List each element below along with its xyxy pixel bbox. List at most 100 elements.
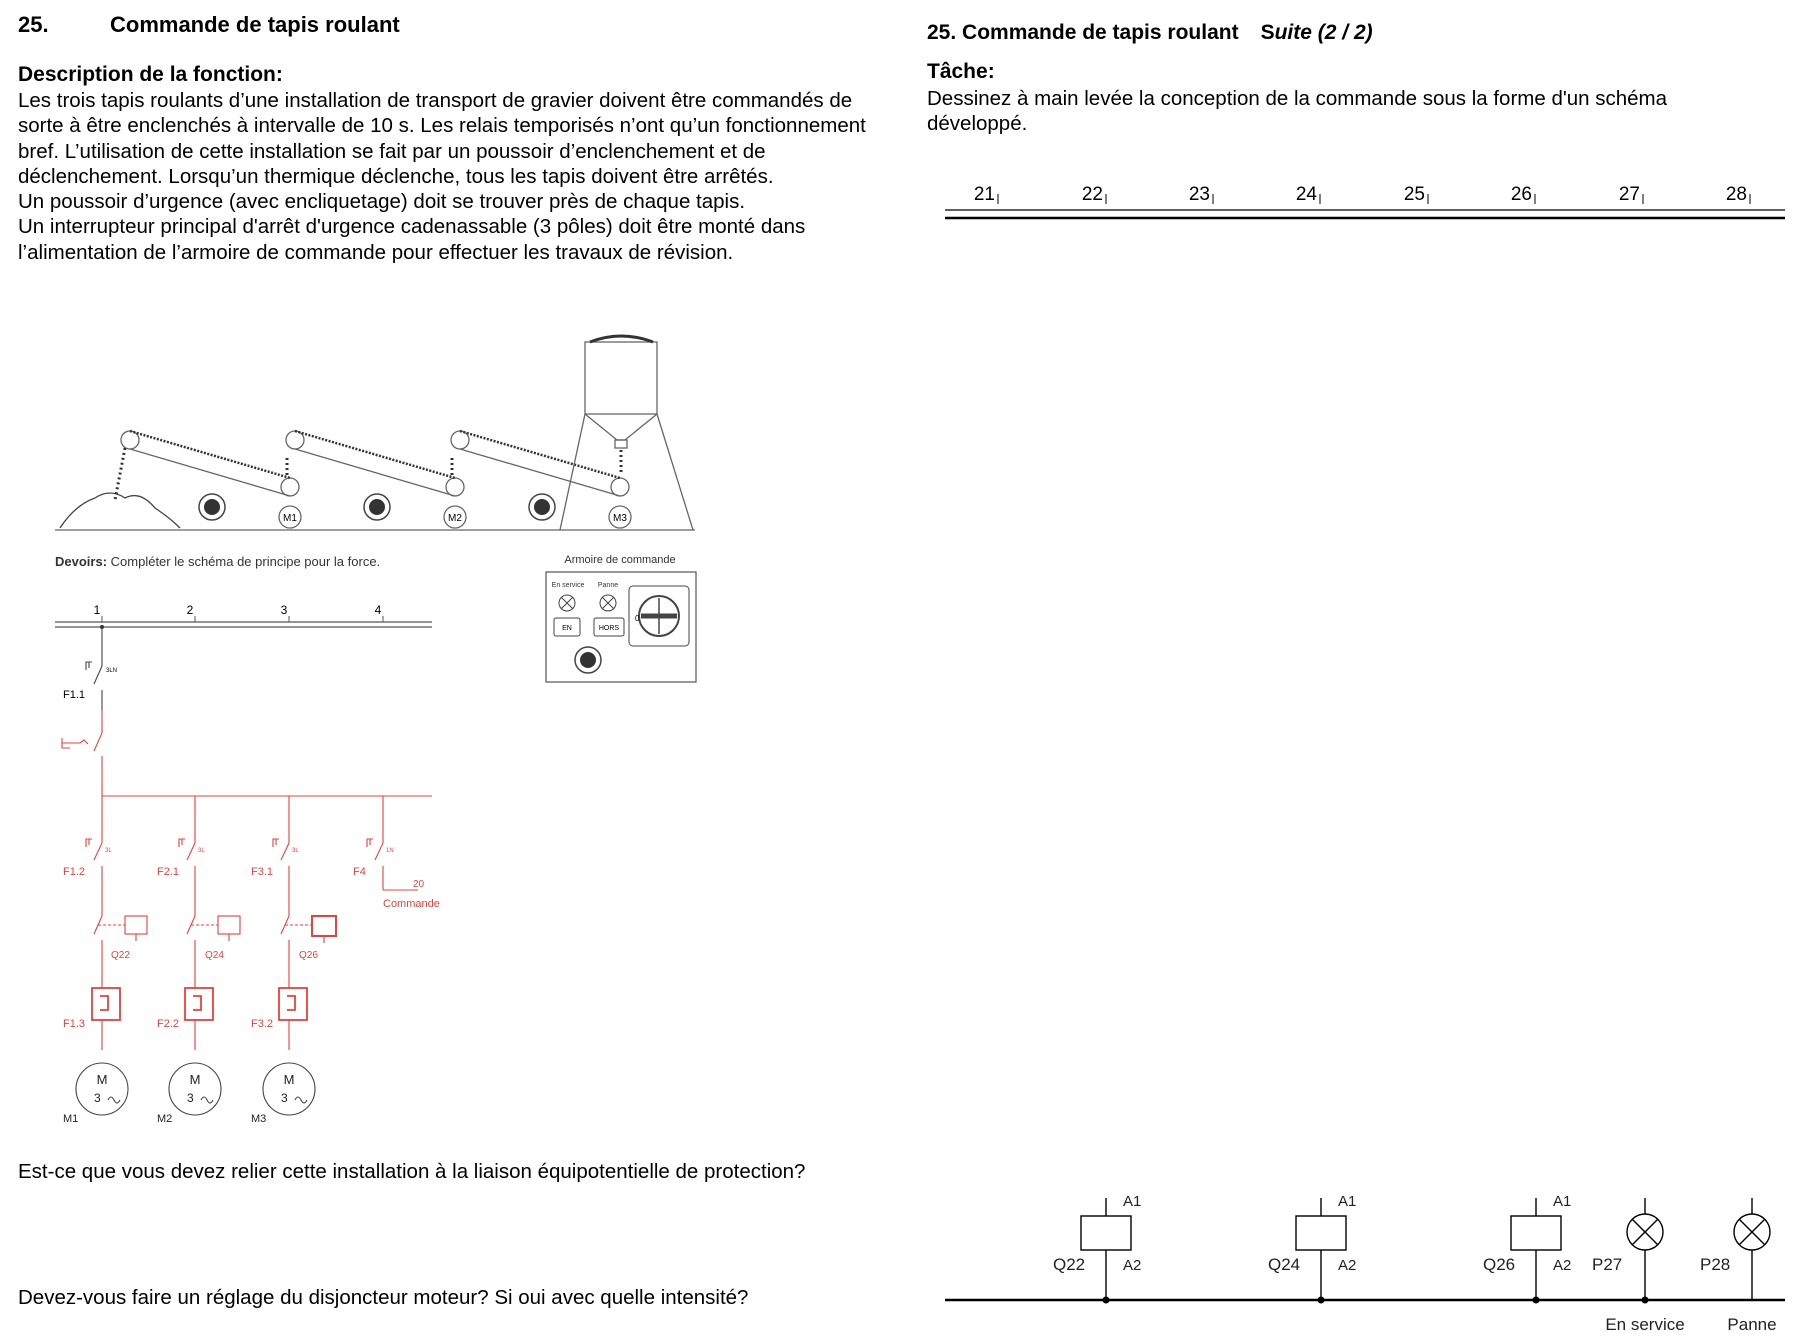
- commande-ref: 20: [413, 879, 425, 890]
- motor-phase: 3: [94, 1091, 101, 1105]
- homework-bold: Devoirs:: [55, 554, 108, 569]
- switch-label: 0: [635, 614, 640, 623]
- breaker-symbol: [178, 838, 185, 847]
- main-switch-plate: [628, 585, 690, 647]
- emergency-button-icon: [369, 499, 385, 515]
- ac-symbol: [107, 1096, 121, 1104]
- falling-gravel: [113, 447, 127, 501]
- motor-symbol-label: M: [190, 1072, 201, 1087]
- motor-label: M3: [251, 1113, 266, 1125]
- lamp-name: P27: [1592, 1255, 1622, 1274]
- column-number: 21: [974, 184, 995, 205]
- drive-pulley-1: [280, 477, 300, 497]
- lamp-caption: En service: [1605, 1315, 1684, 1334]
- overload-relay: [91, 987, 121, 1021]
- button-label: EN: [562, 625, 572, 632]
- belt-2-return: [294, 448, 456, 497]
- silo-leg: [559, 413, 586, 531]
- power-schematic: 1 2 3 4 3LN F1.1: [55, 603, 440, 1125]
- emergency-button-icon: [580, 652, 596, 668]
- overload-label: F3.2: [251, 1018, 273, 1030]
- motor-circle: [75, 1062, 129, 1116]
- breaker-contact: [374, 842, 384, 861]
- belt-1: [129, 429, 291, 480]
- control-cabinet: Armoire de commande En service Panne EN …: [545, 554, 697, 683]
- switch-contact: [93, 732, 103, 752]
- question-breaker-setting: Devez-vous faire un réglage du disjoncte…: [18, 1286, 749, 1309]
- question-equipotential: Est-ce que vous devez relier cette insta…: [18, 1160, 806, 1183]
- terminal-a1: A1: [1553, 1193, 1571, 1210]
- column-number: 2: [187, 603, 194, 617]
- task-number: 25.: [18, 12, 49, 37]
- column-number: 1: [94, 603, 101, 617]
- column-number: 4: [375, 603, 382, 617]
- description-text: Les trois tapis roulants d’une installat…: [18, 88, 898, 265]
- motor-circle: [262, 1062, 316, 1116]
- silo-leg: [656, 413, 694, 531]
- overload-relay: [287, 995, 296, 1011]
- belt-2: [294, 429, 456, 480]
- overload-relay: [184, 987, 214, 1021]
- coil-q24: [1295, 1215, 1347, 1251]
- emergency-buttons: [198, 493, 556, 521]
- belt-3: [459, 429, 621, 480]
- left-title: Commande de tapis roulant: [110, 12, 400, 37]
- pulley-2: [285, 430, 305, 450]
- button-label: HORS: [599, 625, 620, 632]
- coil-q22: [1080, 1215, 1132, 1251]
- ac-symbol: [294, 1096, 308, 1104]
- lamp-fault-icon: [601, 596, 615, 610]
- button-on: [553, 617, 581, 637]
- homework-label: Devoirs: Compléter le schéma de principe…: [55, 554, 380, 569]
- pulley-1: [120, 430, 140, 450]
- silo-gravel: [589, 334, 654, 344]
- motor-phase: 3: [187, 1091, 194, 1105]
- cabinet-title: Armoire de commande: [564, 554, 675, 566]
- description-paragraph: Les trois tapis roulants d’une installat…: [18, 89, 866, 188]
- homework-text: Compléter le schéma de principe pour la …: [107, 554, 381, 569]
- component-label: F4: [353, 866, 366, 878]
- overload-relay: [278, 987, 308, 1021]
- drive-pulley-3: [610, 477, 630, 497]
- motor-label: M2: [157, 1113, 172, 1125]
- task-text: Dessinez à main levée la conception de l…: [927, 87, 1668, 136]
- column-number: 26: [1511, 184, 1532, 205]
- conveyor-illustration: M1 M2 M3: [55, 334, 695, 531]
- silo-body: [584, 341, 658, 415]
- motor-label: M1: [63, 1113, 78, 1125]
- lamp-on-icon: [560, 596, 574, 610]
- coil-label: Q26: [1483, 1255, 1515, 1274]
- breaker-contact: [93, 842, 103, 861]
- control-bottom-row: A1 A2 A1 A2 A1 A2 Q22 Q24 Q26 P27 P28 En…: [945, 1193, 1785, 1334]
- component-label: F1.1: [63, 689, 85, 701]
- terminal-a1: A1: [1123, 1193, 1141, 1210]
- overload-label: F1.3: [63, 1018, 85, 1030]
- lamp-p27-icon: [1631, 1218, 1659, 1246]
- belt-3-return: [459, 448, 621, 497]
- task-title: Tâche:: [927, 60, 995, 83]
- motor-symbol-2: [443, 505, 467, 529]
- contactor-coil: [124, 915, 148, 935]
- motor-label: M2: [448, 513, 462, 524]
- ac-symbol: [200, 1096, 214, 1104]
- terminal-a2: A2: [1553, 1257, 1571, 1274]
- breaker-symbol: [85, 838, 92, 847]
- pole-label: 3LN: [106, 668, 117, 674]
- contactor-coil: [311, 915, 337, 937]
- breaker-contact: [93, 665, 103, 685]
- suite-s: S: [1260, 21, 1275, 44]
- terminal-a1: A1: [1338, 1193, 1356, 1210]
- lamp-caption: Panne: [1727, 1315, 1776, 1334]
- column-number: 3: [281, 603, 288, 617]
- junction-dot: [1641, 1296, 1649, 1304]
- coil-label: Q24: [1268, 1255, 1300, 1274]
- terminal-a2: A2: [1123, 1257, 1141, 1274]
- suite-label: Suite (2 / 2): [1261, 21, 1373, 44]
- component-label: F2.1: [157, 866, 179, 878]
- breaker-symbol: [85, 661, 92, 670]
- column-number: 27: [1619, 184, 1640, 205]
- drive-pulley-2: [445, 477, 465, 497]
- lamp-label: En service: [552, 582, 585, 589]
- gravel-pile: [59, 492, 181, 529]
